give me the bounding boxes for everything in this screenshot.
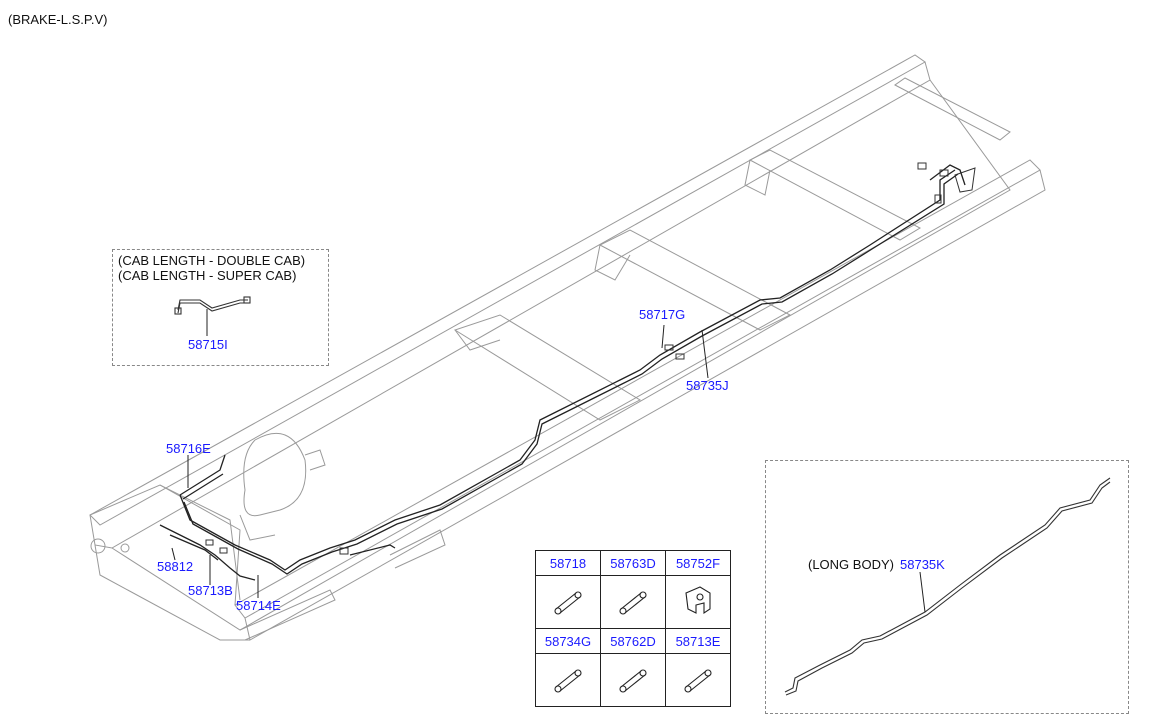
tube-sleeve-icon [600, 575, 666, 629]
parts-cell-58734G[interactable]: 58734G [535, 628, 601, 654]
parts-cell-58718[interactable]: 58718 [535, 550, 601, 576]
long-body-inset [765, 460, 1129, 714]
callout-58714E[interactable]: 58714E [236, 598, 281, 613]
callout-58713B[interactable]: 58713B [188, 583, 233, 598]
callout-58812[interactable]: 58812 [157, 559, 194, 574]
diagram-title: (BRAKE-L.S.P.V) [8, 12, 108, 27]
tube-sleeve-icon [535, 575, 601, 629]
tube-sleeve-icon [665, 653, 731, 707]
cab-length-inset [112, 249, 329, 366]
callout-58717G[interactable]: 58717G [639, 307, 686, 322]
callout-58716E[interactable]: 58716E [166, 441, 211, 456]
callout-58735J[interactable]: 58735J [686, 378, 729, 393]
inset-cab-note-super: (CAB LENGTH - SUPER CAB) [118, 268, 297, 283]
clip-icon [665, 575, 731, 629]
callout-58715I[interactable]: 58715I [188, 337, 228, 352]
tube-sleeve-icon [535, 653, 601, 707]
inset-cab-note-double: (CAB LENGTH - DOUBLE CAB) [118, 253, 306, 268]
parts-cell-58763D[interactable]: 58763D [600, 550, 666, 576]
parts-table: 58718 58763D 58752F 58734G 58762D 58713E [535, 550, 731, 707]
callout-58735K[interactable]: 58735K [900, 557, 945, 572]
tube-sleeve-icon [600, 653, 666, 707]
parts-cell-58752F[interactable]: 58752F [665, 550, 731, 576]
parts-cell-58713E[interactable]: 58713E [665, 628, 731, 654]
parts-cell-58762D[interactable]: 58762D [600, 628, 666, 654]
long-body-note: (LONG BODY) [808, 557, 894, 572]
